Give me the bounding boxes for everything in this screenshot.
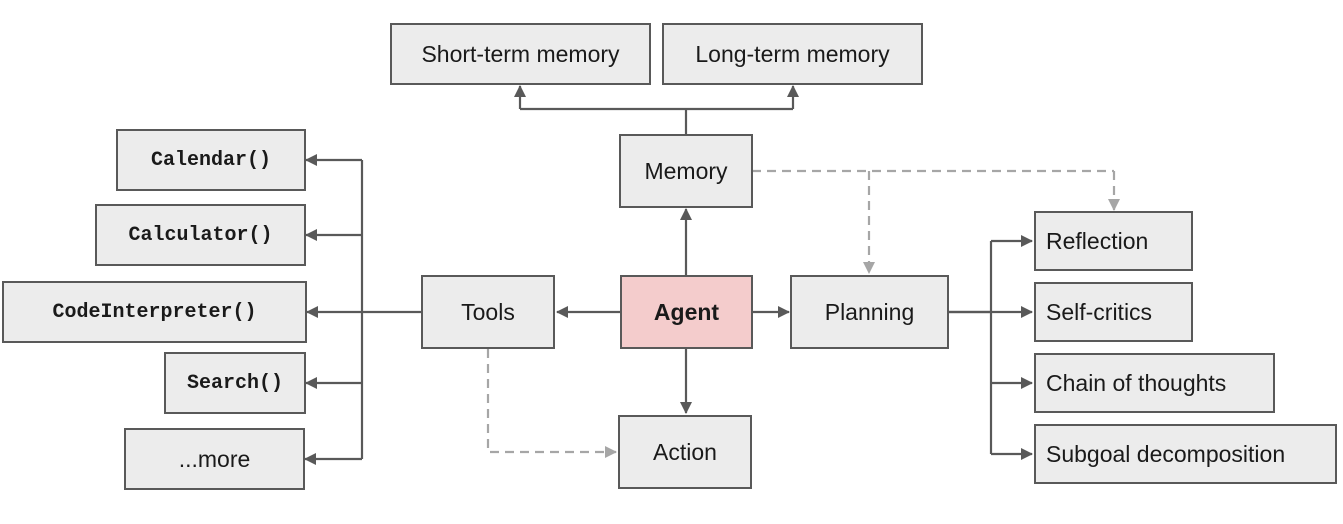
short-term-memory-node: Short-term memory — [390, 23, 651, 85]
memory-node: Memory — [619, 134, 753, 208]
short-term-memory-label: Short-term memory — [421, 40, 620, 67]
codeinterpreter-tool-label: CodeInterpreter() — [52, 300, 257, 324]
more-tools-label: ...more — [178, 445, 251, 472]
memory-label: Memory — [644, 157, 728, 184]
calendar-tool-node: Calendar() — [116, 129, 306, 191]
action-label: Action — [653, 438, 717, 465]
more-tools-node: ...more — [124, 428, 305, 490]
calculator-tool-label: Calculator() — [128, 223, 273, 247]
self-critics-label: Self-critics — [1046, 298, 1153, 325]
subgoal-decomposition-label: Subgoal decomposition — [1046, 440, 1286, 467]
chain-of-thoughts-node: Chain of thoughts — [1034, 353, 1275, 413]
search-tool-node: Search() — [164, 352, 306, 414]
agent-node: Agent — [620, 275, 753, 349]
planning-node: Planning — [790, 275, 949, 349]
planning-label: Planning — [824, 298, 915, 325]
action-node: Action — [618, 415, 752, 489]
long-term-memory-label: Long-term memory — [695, 40, 890, 67]
agent-label: Agent — [653, 298, 720, 325]
self-critics-node: Self-critics — [1034, 282, 1193, 342]
reflection-node: Reflection — [1034, 211, 1193, 271]
chain-of-thoughts-label: Chain of thoughts — [1046, 369, 1227, 396]
subgoal-decomposition-node: Subgoal decomposition — [1034, 424, 1337, 484]
calculator-tool-node: Calculator() — [95, 204, 306, 266]
tools-node: Tools — [421, 275, 555, 349]
search-tool-label: Search() — [186, 371, 283, 395]
calendar-tool-label: Calendar() — [150, 148, 272, 172]
long-term-memory-node: Long-term memory — [662, 23, 923, 85]
codeinterpreter-tool-node: CodeInterpreter() — [2, 281, 307, 343]
tools-label: Tools — [461, 298, 515, 325]
dashed-arrow-tools-to-action — [486, 349, 617, 458]
reflection-label: Reflection — [1046, 227, 1149, 254]
